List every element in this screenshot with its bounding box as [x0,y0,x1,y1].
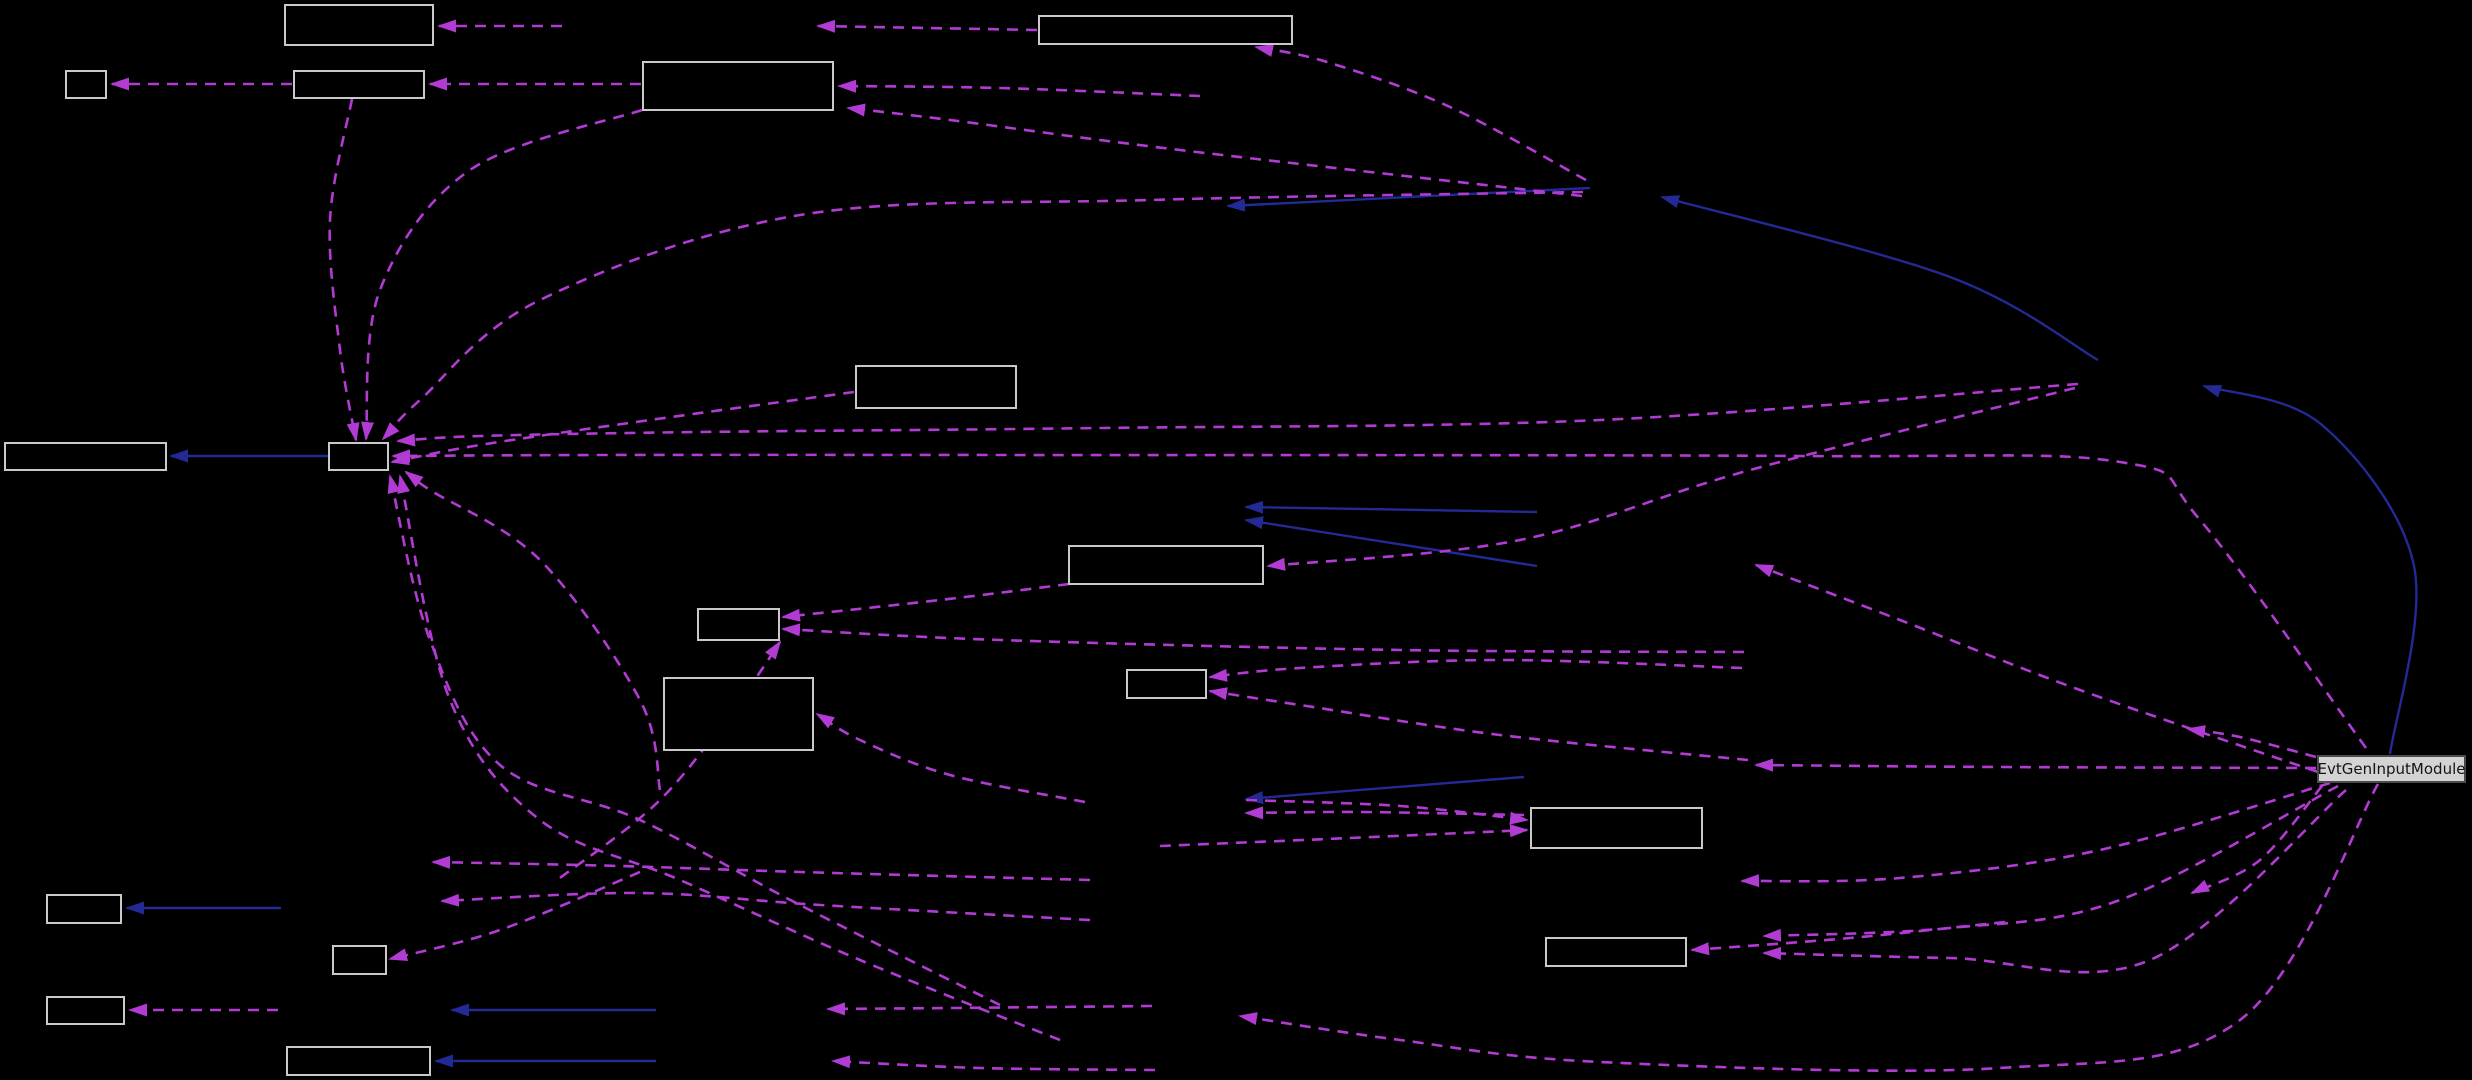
graph-edge-solid [1244,775,1525,805]
graph-edge-solid [1244,516,1538,568]
graph-node-18[interactable] [285,1045,432,1077]
graph-edge-dashed [831,1055,1156,1072]
graph-node-15[interactable] [45,893,123,925]
highlighted-node-label: EvtGenInputModule [2318,760,2466,778]
graph-edge-dashed [1208,658,1743,682]
graph-edge-dashed [559,640,782,880]
graph-node-7[interactable] [327,441,390,472]
graph-node-16[interactable] [331,944,388,976]
graph-node-17[interactable] [45,995,126,1026]
graph-node-14[interactable] [1544,936,1688,968]
graph-node-9[interactable] [1067,544,1265,586]
graph-edge-dashed [361,108,643,441]
graph-edge-dashed [388,870,641,961]
graph-edge-dashed [1754,563,2319,774]
graph-edge-dashed [1762,789,2347,974]
highlighted-node-box[interactable] [2317,755,2466,783]
graph-edge-dashed [815,712,1086,804]
graph-edge-dashed [396,382,2079,447]
graph-edge-dashed [781,623,1745,654]
graph-node-10[interactable] [696,607,781,642]
highlighted-node[interactable]: EvtGenInputModule [2317,755,2466,783]
graph-edge-dashed [2190,785,2323,895]
graph-edge-dashed [387,474,1001,1007]
graph-edge-dashed [391,449,2368,749]
graph-edge-dashed [381,190,1584,441]
graph-edge-dashed [440,891,1091,922]
graph-edge-dashed [1762,784,2339,942]
graph-edge-dashed [431,855,1091,882]
graph-edge-solid [1226,186,1591,212]
graph-edge-dashed [1208,687,1749,762]
graph-node-12[interactable] [662,676,815,752]
graph-node-1[interactable] [283,3,435,47]
graph-edge-dashed [837,79,1201,98]
graph-edge-dashed [1159,824,1529,848]
graph-edge-solid [1244,500,1538,514]
graph-edge-dashed [404,470,662,791]
graph-node-6[interactable] [3,441,168,472]
graph-node-5[interactable] [641,60,835,112]
graph-node-4[interactable] [292,69,426,100]
graph-node-8[interactable] [854,364,1018,410]
graph-edge-dashed [1238,783,2380,1072]
graph-edge-dashed [1754,758,2317,772]
graph-edge-dashed [2186,725,2317,759]
graph-nodes [3,3,1704,1077]
graph-edge-dashed [1690,920,2006,956]
graph-edge-dashed [1244,806,1525,820]
graph-edge-dashed [846,103,1583,198]
graph-edge-dashed [397,474,1061,1042]
graph-edges [110,19,2418,1072]
graph-edge-dashed [781,582,1070,622]
graph-edge-dashed [1740,781,2331,888]
graph-node-11[interactable] [1125,668,1208,700]
graph-node-2[interactable] [1037,14,1294,46]
graph-edge-dashed [390,390,855,466]
graph-edge-dashed [826,1002,1153,1016]
graph-edge-dashed [1245,798,1529,825]
graph-edge-dashed [1266,386,2076,571]
graph-node-13[interactable] [1529,806,1704,850]
graph-edge-dashed [816,19,1038,33]
graph-edge-solid [1660,195,2099,362]
graph-edge-dashed [1254,44,1587,182]
graph-edge-dashed [328,98,360,442]
graph-node-3[interactable] [64,69,108,100]
graph-edge-solid [2202,384,2418,755]
